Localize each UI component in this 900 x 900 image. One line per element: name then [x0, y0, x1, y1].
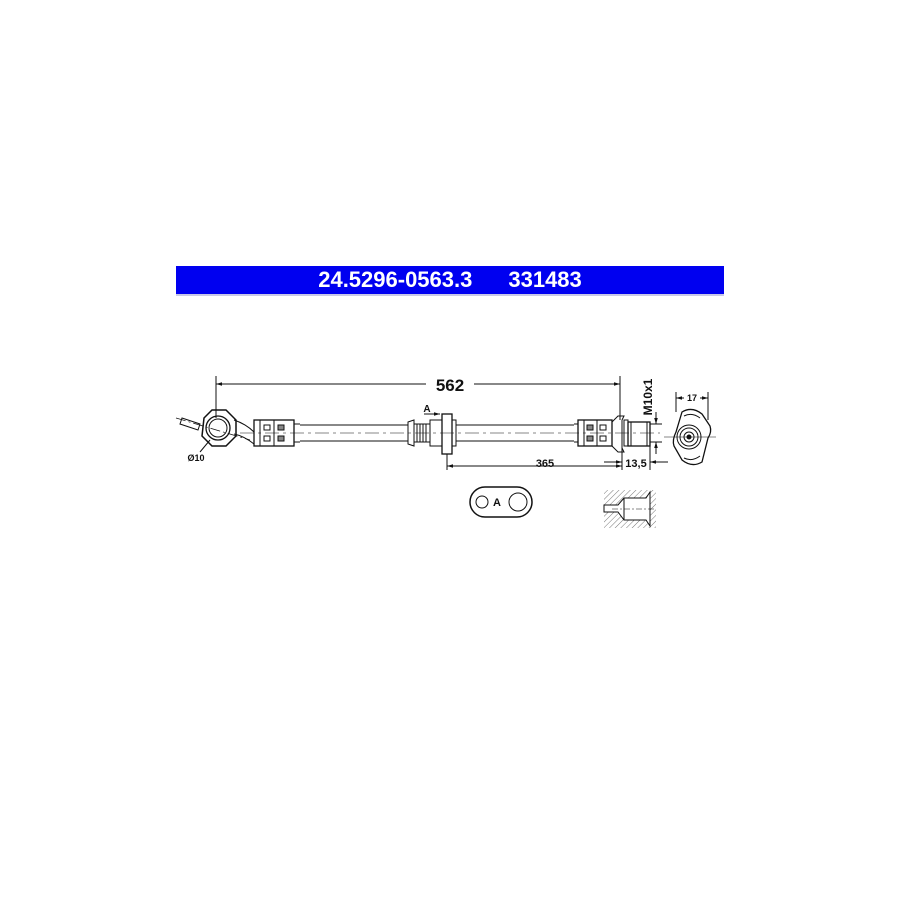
part-number-banner: 24.5296-0563.3 331483 — [176, 266, 724, 294]
section-marker-a: A — [423, 404, 430, 415]
eye-diameter-label: Ø10 — [187, 453, 204, 463]
port-section-detail — [603, 490, 656, 528]
partial-length-dimension — [446, 454, 622, 470]
detail-a-bracket-shape — [469, 486, 533, 518]
detail-label-a: A — [493, 497, 501, 509]
banjo-eye-fitting — [175, 409, 255, 453]
fitting-length-dimension — [604, 446, 668, 470]
right-ferrule — [574, 419, 613, 447]
thread-dimension — [650, 412, 662, 454]
mounting-bracket — [407, 412, 457, 455]
overall-length-dimension — [215, 376, 621, 420]
reference-number: 331483 — [508, 267, 582, 292]
thread-size-label: M10x1 — [641, 378, 655, 415]
fitting-length-label: 13,5 — [625, 458, 646, 470]
male-thread-fitting — [611, 415, 651, 453]
fitting-end-view — [664, 392, 716, 466]
overall-length-label: 562 — [436, 376, 464, 395]
part-number: 24.5296-0563.3 — [318, 267, 473, 292]
partial-length-label: 365 — [536, 458, 554, 470]
hose-body — [240, 424, 660, 442]
hex-width-label: 17 — [687, 393, 697, 403]
